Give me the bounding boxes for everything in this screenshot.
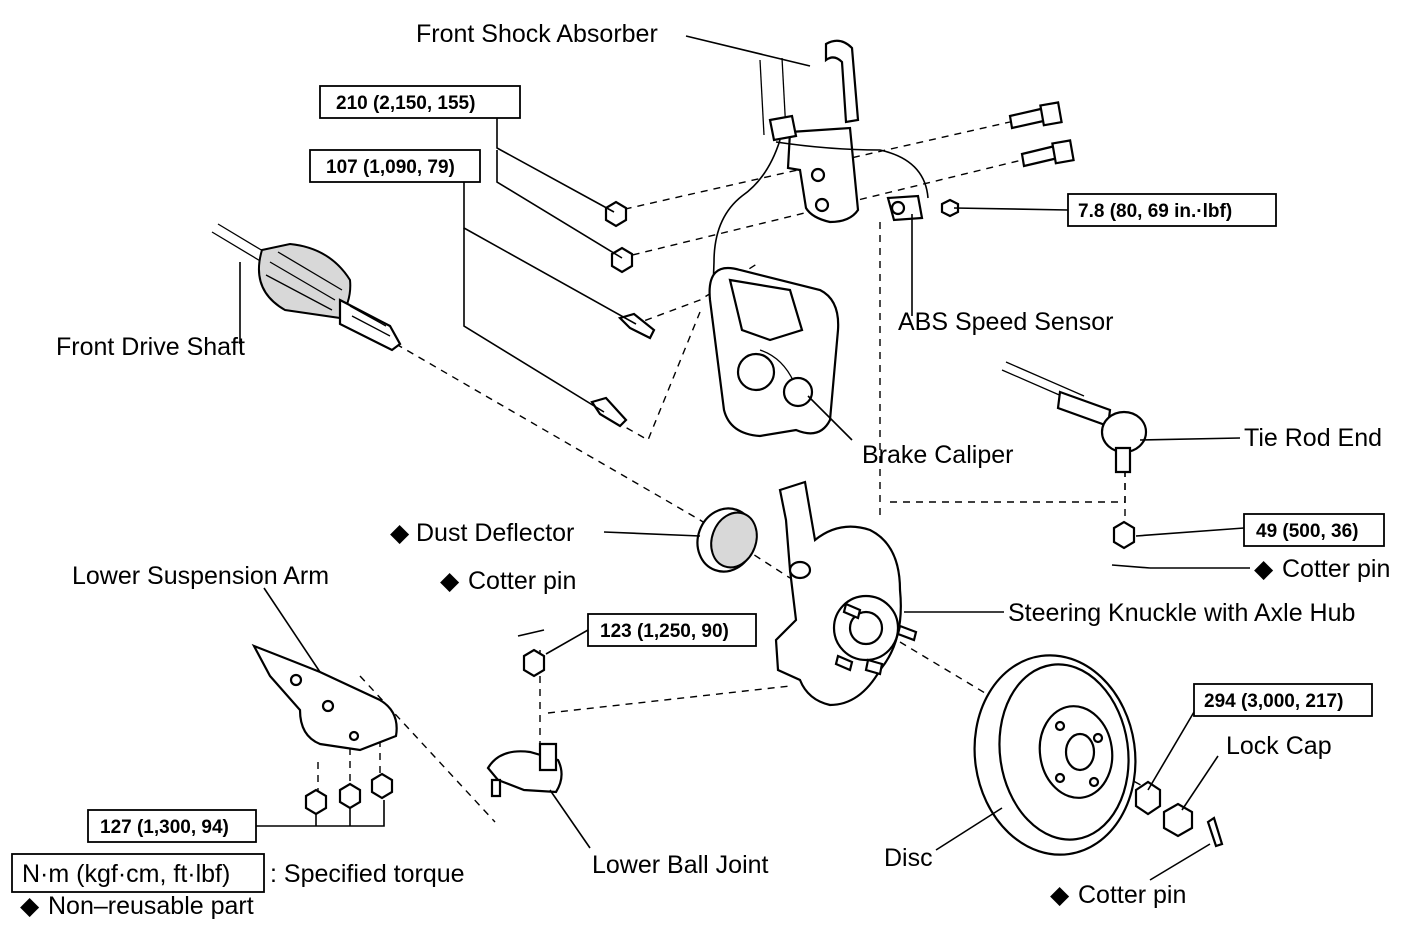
label-brake-caliper: Brake Caliper <box>862 441 1013 469</box>
torque-spec-ball-joint-nut: 123 (1,250, 90) <box>587 613 757 647</box>
torque-text: 294 (3,000, 217) <box>1204 691 1343 712</box>
label-cotter-pin-axle: Cotter pin <box>1078 881 1186 909</box>
label-cotter-pin-ball-joint: Cotter pin <box>468 567 576 595</box>
torque-spec-tie-rod-nut: 49 (500, 36) <box>1243 513 1385 547</box>
front-drive-shaft <box>211 223 402 352</box>
abs-sensor-harness <box>711 139 929 319</box>
legend-unit-box: N·m (kgf·cm, ft·lbf) <box>22 860 230 888</box>
label-tie-rod-end: Tie Rod End <box>1244 424 1382 452</box>
torque-spec-axle-nut: 294 (3,000, 217) <box>1193 683 1373 717</box>
legend: N·m (kgf·cm, ft·lbf) : Specified torque … <box>11 853 465 920</box>
torque-text: 123 (1,250, 90) <box>600 621 729 642</box>
label-abs-speed-sensor: ABS Speed Sensor <box>898 308 1113 336</box>
torque-text: 107 (1,090, 79) <box>326 157 455 178</box>
label-disc: Disc <box>884 844 933 872</box>
label-lower-suspension-arm: Lower Suspension Arm <box>72 562 329 590</box>
label-lock-cap: Lock Cap <box>1226 732 1332 760</box>
label-front-drive-shaft: Front Drive Shaft <box>56 333 245 361</box>
label-steering-knuckle: Steering Knuckle with Axle Hub <box>1008 599 1355 627</box>
brake-disc <box>973 654 1224 856</box>
front-shock-absorber <box>759 39 860 224</box>
torque-spec-lower-arm-bolts: 127 (1,300, 94) <box>87 809 257 843</box>
label-dust-deflector: Dust Deflector <box>416 519 574 547</box>
steering-knuckle <box>774 480 918 707</box>
legend-non-reusable: Non–reusable part <box>48 892 254 920</box>
diamond-mark: ◆ <box>1050 881 1070 909</box>
torque-text: 49 (500, 36) <box>1256 521 1358 542</box>
dust-deflector <box>696 507 758 573</box>
diamond-mark: ◆ <box>20 892 40 920</box>
torque-text: 210 (2,150, 155) <box>336 93 475 114</box>
diamond-mark: ◆ <box>1254 555 1274 583</box>
lower-suspension-arm <box>251 643 398 816</box>
shock-bolts <box>590 101 1075 428</box>
legend-unit-text: : Specified torque <box>270 860 465 888</box>
diamond-mark: ◆ <box>440 567 460 595</box>
torque-spec-shock-upper: 210 (2,150, 155) <box>319 85 521 119</box>
leader-lines <box>239 35 1250 881</box>
label-front-shock-absorber: Front Shock Absorber <box>416 20 658 48</box>
torque-text: 127 (1,300, 94) <box>100 817 229 838</box>
brake-caliper <box>708 266 840 438</box>
torque-text: 7.8 (80, 69 in.·lbf) <box>1078 201 1232 222</box>
label-lower-ball-joint: Lower Ball Joint <box>592 851 769 879</box>
lower-ball-joint <box>486 629 563 798</box>
torque-spec-caliper-bolts: 107 (1,090, 79) <box>309 149 481 183</box>
label-cotter-pin-tie-rod: Cotter pin <box>1282 555 1390 583</box>
diamond-mark: ◆ <box>390 519 410 547</box>
tie-rod-end <box>1001 361 1151 569</box>
torque-spec-abs-sensor: 7.8 (80, 69 in.·lbf) <box>1067 193 1277 227</box>
